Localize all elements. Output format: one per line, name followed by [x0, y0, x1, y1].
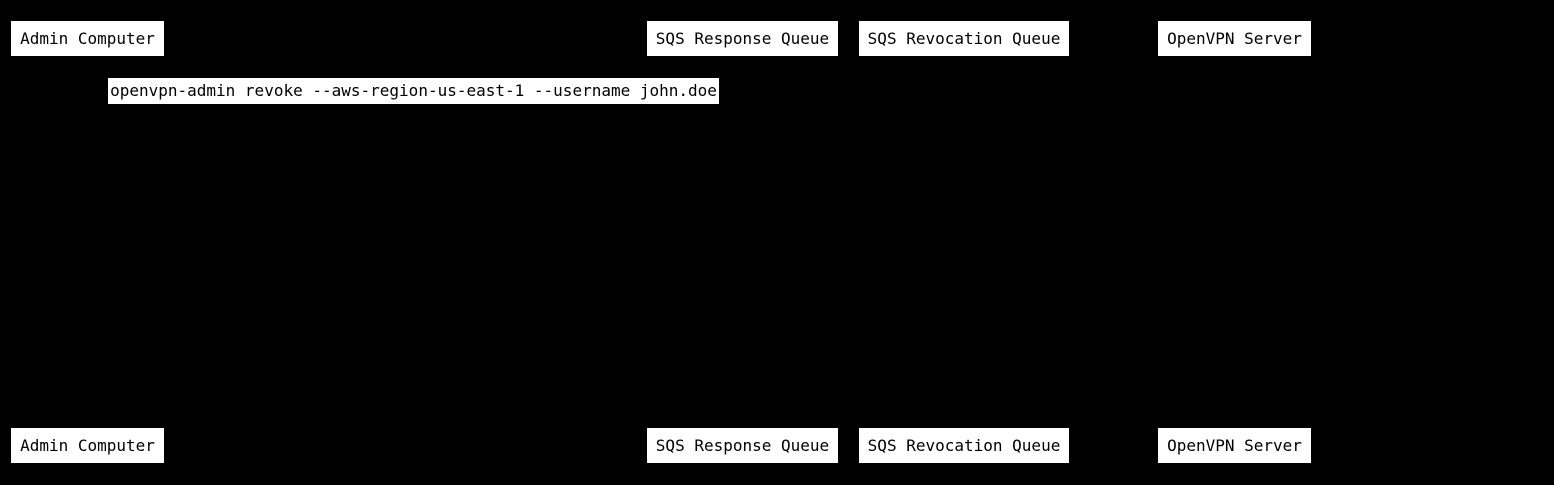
actor-box-openvpn-server-top: OpenVPN Server — [1158, 21, 1311, 56]
actor-box-sqs-response-queue-bottom: SQS Response Queue — [647, 428, 838, 463]
actor-box-openvpn-server-bottom: OpenVPN Server — [1158, 428, 1311, 463]
message-label-revoke-command: openvpn-admin revoke --aws-region-us-eas… — [108, 78, 719, 104]
actor-box-sqs-revocation-queue-bottom: SQS Revocation Queue — [859, 428, 1069, 463]
actor-box-admin-computer-bottom: Admin Computer — [11, 428, 164, 463]
actor-box-sqs-response-queue-top: SQS Response Queue — [647, 21, 838, 56]
actor-box-admin-computer-top: Admin Computer — [11, 21, 164, 56]
actor-box-sqs-revocation-queue-top: SQS Revocation Queue — [859, 21, 1069, 56]
